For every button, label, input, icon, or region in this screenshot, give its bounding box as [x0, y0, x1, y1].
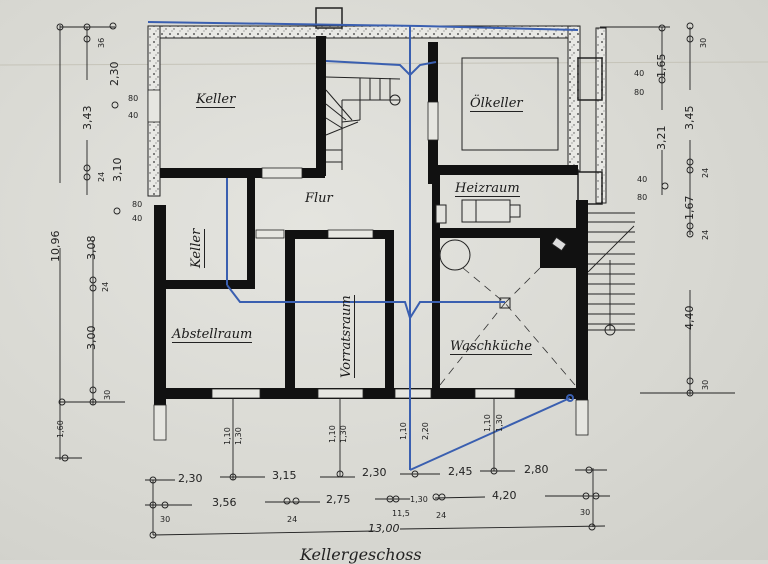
- dim-thickness-5: 30: [580, 508, 591, 517]
- dim-thickness-1: 30: [160, 515, 171, 524]
- dim-left-308: 3,08: [85, 235, 98, 261]
- dim-bottom-row2-3: 1,30: [410, 495, 428, 504]
- dim-right-window2-top: 40: [637, 175, 648, 184]
- window-4-height: 1,30: [495, 414, 504, 432]
- dim-right-321: 3,21: [655, 125, 668, 151]
- room-label-flur: Flur: [305, 191, 333, 206]
- room-label-waschkueche: Waschküche: [450, 339, 532, 355]
- washroom-slope-lines: [439, 267, 576, 386]
- dim-left-window1-top: 80: [128, 94, 139, 103]
- dim-left-window2-bottom: 40: [132, 214, 143, 223]
- dim-bottom-row1-5: 2,80: [524, 463, 549, 476]
- dim-right-345: 3,45: [683, 105, 696, 131]
- dim-bottom-row2-2: 2,75: [326, 493, 351, 506]
- dim-bottom-row1-2: 3,15: [272, 469, 297, 482]
- drawing-caption: Kellergeschoss: [300, 545, 422, 564]
- window-1-height: 1,30: [234, 427, 243, 445]
- dim-bottom-row1-3: 2,30: [362, 466, 387, 479]
- external-stair: [587, 212, 635, 336]
- room-label-heizraum: Heizraum: [455, 181, 520, 197]
- dim-left-30: 30: [103, 389, 112, 400]
- dim-left-window1-bottom: 40: [128, 111, 139, 120]
- dim-left-36: 36: [97, 37, 106, 48]
- dim-left-230: 2,30: [108, 61, 121, 87]
- window-3-width: 1,10: [399, 422, 408, 440]
- room-label-oelkeller: Ölkeller: [470, 96, 523, 112]
- oil-tank-outline: [461, 57, 559, 151]
- room-label-keller: Keller: [196, 92, 236, 108]
- dim-right-window1-top: 40: [634, 69, 645, 78]
- dim-right-24b: 24: [701, 229, 710, 240]
- window-4-width: 1,10: [483, 414, 492, 432]
- dim-left-300: 3,00: [85, 325, 98, 351]
- dim-left-310: 3,10: [111, 157, 124, 183]
- dim-right-window1-bottom: 80: [634, 88, 645, 97]
- dim-left-bottom-ext: 1,60: [56, 420, 65, 438]
- boiler: [435, 199, 521, 224]
- windows: [147, 89, 589, 441]
- window-2-height: 1,30: [339, 425, 348, 443]
- outer-wall-top: [147, 7, 607, 205]
- room-label-keller-2: Keller: [189, 228, 205, 268]
- walls: [154, 36, 588, 440]
- dim-right-165: 1,65: [655, 53, 668, 79]
- chimney-vent-icon: [551, 236, 567, 252]
- dim-right-167: 1,67: [683, 195, 696, 221]
- dim-left-total: 10,96: [49, 230, 62, 263]
- dim-left-343: 3,43: [81, 105, 94, 131]
- washing-tub-icon: [439, 239, 471, 271]
- dim-total-width: 13,00: [368, 522, 400, 535]
- dim-thickness-3: 11,5: [392, 509, 410, 518]
- dim-right-440: 4,40: [683, 305, 696, 331]
- dim-left-window2-top: 80: [132, 200, 143, 209]
- dim-right-window2-bottom: 80: [637, 193, 648, 202]
- dim-bottom-row2-4: 4,20: [492, 489, 517, 502]
- dim-bottom-row1-1: 2,30: [178, 472, 203, 485]
- dim-left-24b: 24: [101, 281, 110, 292]
- dim-right-24a: 24: [701, 167, 710, 178]
- dim-bottom-row1-4: 2,45: [448, 465, 473, 478]
- room-label-abstellraum: Abstellraum: [172, 327, 253, 343]
- dim-thickness-4: 24: [436, 511, 447, 520]
- dim-right-30b: 30: [701, 379, 710, 390]
- dimension-lines: [55, 22, 735, 539]
- dim-thickness-2: 24: [287, 515, 298, 524]
- dim-right-30a: 30: [699, 37, 708, 48]
- staircase-interior: [325, 76, 401, 170]
- window-3-height: 2,20: [421, 422, 430, 440]
- dim-left-24a: 24: [97, 171, 106, 182]
- drain-pipes: [147, 21, 579, 471]
- room-label-vorratsraum: Vorratsraum: [339, 295, 355, 378]
- dim-bottom-row2-1: 3,56: [212, 496, 237, 509]
